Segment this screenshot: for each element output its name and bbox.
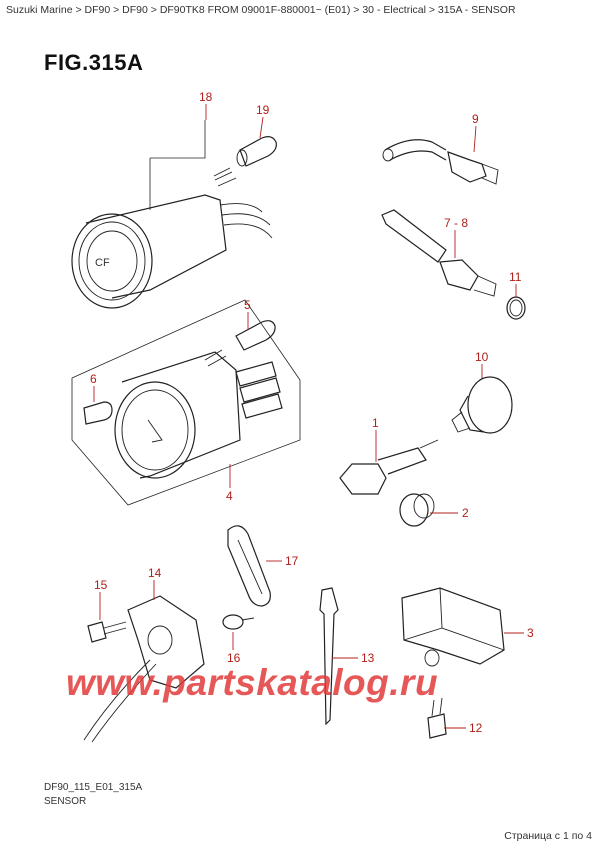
part-3-sensor	[401, 587, 505, 667]
callout-14[interactable]: 14	[148, 566, 162, 580]
watermark-text: www.partskatalog.ru	[66, 662, 439, 703]
part-17-strap	[227, 525, 271, 607]
callout-6[interactable]: 6	[90, 372, 97, 386]
callout-7-8[interactable]: 7 - 8	[444, 216, 468, 230]
page-indicator: Страница с 1 по 4	[504, 830, 592, 842]
part-7-8-sensor	[381, 209, 497, 297]
callout-13[interactable]: 13	[361, 651, 375, 665]
callout-4[interactable]: 4	[226, 489, 233, 503]
callout-10[interactable]: 10	[475, 350, 489, 364]
part-10-switch	[451, 376, 513, 434]
part-2-grommet	[399, 493, 435, 527]
breadcrumb: Suzuki Marine > DF90 > DF90 > DF90TK8 FR…	[6, 4, 516, 16]
breadcrumb-item-model[interactable]: DF90TK8 FROM 09001F-880001~ (E01)	[159, 4, 351, 16]
callout-11[interactable]: 11	[509, 270, 522, 284]
callout-1[interactable]: 1	[372, 416, 379, 430]
breadcrumb-item-df90[interactable]: DF90	[84, 4, 111, 16]
part-5-bulb	[235, 320, 276, 351]
part-19-bulb	[236, 136, 277, 167]
callout-5[interactable]: 5	[244, 298, 251, 312]
breadcrumb-item-current: 315A - SENSOR	[437, 4, 516, 16]
callout-9[interactable]: 9	[472, 112, 479, 126]
figure-label: SENSOR	[44, 796, 87, 807]
part-6-bulb	[83, 401, 113, 425]
callout-17[interactable]: 17	[285, 554, 299, 568]
breadcrumb-item-suzuki-marine[interactable]: Suzuki Marine	[6, 4, 73, 16]
breadcrumb-item-electrical[interactable]: 30 - Electrical	[362, 4, 426, 16]
part-9-sender	[382, 139, 499, 185]
part-15-bolt	[87, 621, 127, 643]
callout-3[interactable]: 3	[527, 626, 534, 640]
callout-16[interactable]: 16	[227, 651, 241, 665]
part-12-bolt	[427, 697, 447, 739]
callout-2[interactable]: 2	[462, 506, 469, 520]
callout-18[interactable]: 18	[199, 90, 213, 104]
part-18-gauge: CF	[71, 120, 273, 309]
callout-15[interactable]: 15	[94, 578, 108, 592]
figure-code: DF90_115_E01_315A	[44, 782, 143, 793]
part-4-gauge	[71, 299, 301, 506]
part-14-bracket	[83, 595, 205, 743]
figure-title: FIG.315A	[44, 50, 144, 75]
svg-text:CF: CF	[95, 257, 110, 269]
part-16-screw	[222, 614, 255, 630]
callout-12[interactable]: 12	[469, 721, 483, 735]
callout-19[interactable]: 19	[256, 103, 270, 117]
part-1-sensor	[339, 439, 439, 495]
breadcrumb-item-df90-2[interactable]: DF90	[122, 4, 148, 16]
part-13-cable-tie	[319, 587, 339, 726]
